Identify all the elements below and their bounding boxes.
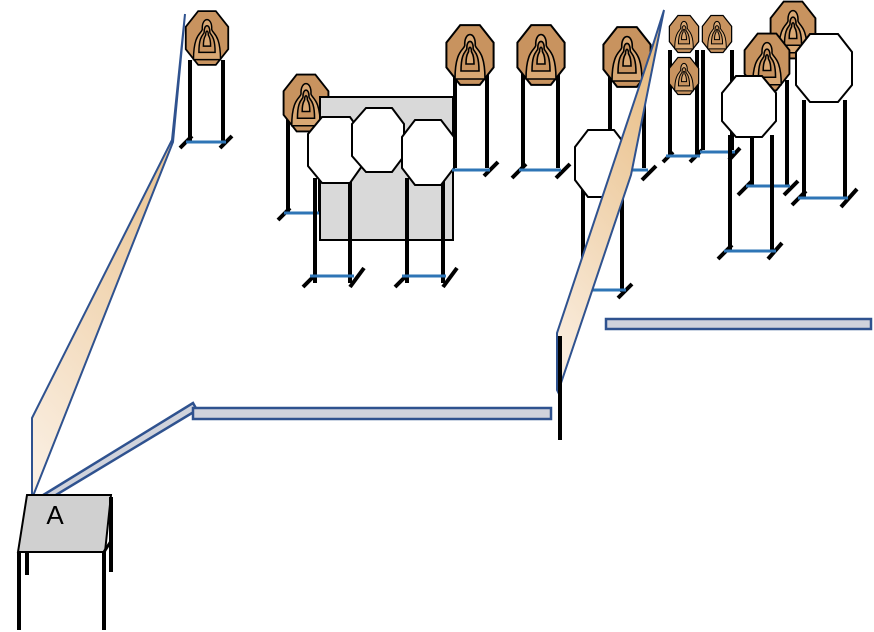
steel-target-icon xyxy=(668,14,700,54)
steel-target-icon xyxy=(445,24,495,86)
steel-target-icon xyxy=(743,32,791,92)
no-shoot-target-6 xyxy=(721,75,777,138)
steel-target-icon xyxy=(282,73,330,133)
steel-silhouette-ring xyxy=(465,46,475,65)
stand-no-shoot-right-mid xyxy=(716,135,784,261)
no-shoot-target-3 xyxy=(401,119,455,186)
start-table: A xyxy=(16,494,113,630)
start-position-label: A xyxy=(46,500,64,530)
stand-no-shoot-left xyxy=(301,178,366,289)
steel-target-far-left xyxy=(178,60,234,150)
steel-silhouette-ring xyxy=(622,48,632,67)
wall-center xyxy=(191,406,553,421)
table-top xyxy=(16,494,113,553)
steel-silhouette-ring xyxy=(681,70,687,83)
stand-steel-center-1 xyxy=(452,70,500,178)
stand-steel-center-2 xyxy=(510,70,572,180)
no-shoot-target-2 xyxy=(351,107,405,173)
steel-silhouette-ring xyxy=(301,94,311,113)
steel-silhouette-ring xyxy=(681,28,687,41)
steel-target-icon xyxy=(184,10,230,66)
steel-silhouette-ring xyxy=(714,28,720,41)
steel-target-icon xyxy=(516,24,566,86)
steel-target-icon xyxy=(701,14,733,54)
stand-no-shoot-right xyxy=(393,178,459,289)
steel-silhouette-ring xyxy=(536,46,546,65)
no-shoot-target-5 xyxy=(795,33,853,103)
steel-target-icon xyxy=(602,26,652,88)
steel-silhouette-ring xyxy=(762,53,772,72)
wall-right xyxy=(604,317,873,331)
steel-target-icon xyxy=(668,56,700,96)
steel-silhouette-ring xyxy=(788,21,798,40)
stand-no-shoot-far-right xyxy=(790,100,859,209)
steel-silhouette-ring xyxy=(202,30,212,47)
